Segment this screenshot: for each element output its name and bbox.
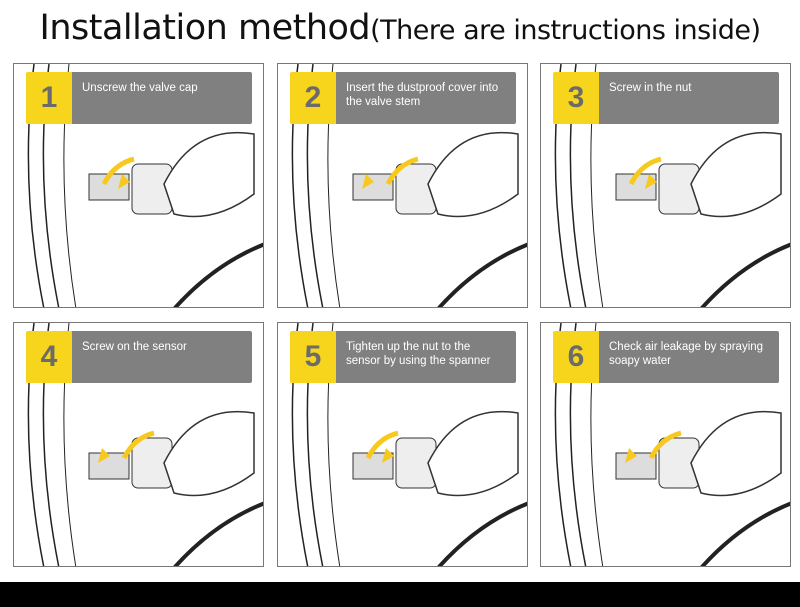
step-number: 5	[290, 331, 336, 383]
step-label: 6 Check air leakage by spraying soapy wa…	[553, 331, 779, 383]
title-sub: (There are instructions inside)	[370, 15, 761, 46]
step-label: 1 Unscrew the valve cap	[26, 72, 252, 124]
step-panel-1: 1 Unscrew the valve cap	[13, 63, 264, 308]
step-text: Unscrew the valve cap	[72, 72, 252, 124]
step-illustration	[554, 323, 790, 566]
step-text: Screw on the sensor	[72, 331, 252, 383]
step-label: 5 Tighten up the nut to the sensor by us…	[290, 331, 516, 383]
step-number: 3	[553, 72, 599, 124]
step-text: Insert the dustproof cover into the valv…	[336, 72, 516, 124]
step-illustration	[554, 64, 790, 307]
step-text: Tighten up the nut to the sensor by usin…	[336, 331, 516, 383]
step-label: 3 Screw in the nut	[553, 72, 779, 124]
title-main: Installation method	[39, 8, 371, 48]
step-label: 2 Insert the dustproof cover into the va…	[290, 72, 516, 124]
step-text: Check air leakage by spraying soapy wate…	[599, 331, 779, 383]
step-number: 6	[553, 331, 599, 383]
step-panel-5: 5 Tighten up the nut to the sensor by us…	[277, 322, 528, 567]
step-label: 4 Screw on the sensor	[26, 331, 252, 383]
step-number: 2	[290, 72, 336, 124]
step-panel-3: 3 Screw in the nut	[540, 63, 791, 308]
step-text: Screw in the nut	[599, 72, 779, 124]
step-number: 4	[26, 331, 72, 383]
step-illustration	[27, 323, 263, 566]
step-number: 1	[26, 72, 72, 124]
page-title: Installation method(There are instructio…	[0, 8, 800, 48]
step-illustration	[291, 64, 527, 307]
step-panel-4: 4 Screw on the sensor	[13, 322, 264, 567]
bottom-bar	[0, 582, 800, 607]
step-illustration	[291, 323, 527, 566]
step-panel-6: 6 Check air leakage by spraying soapy wa…	[540, 322, 791, 567]
step-illustration	[27, 64, 263, 307]
step-panel-2: 2 Insert the dustproof cover into the va…	[277, 63, 528, 308]
